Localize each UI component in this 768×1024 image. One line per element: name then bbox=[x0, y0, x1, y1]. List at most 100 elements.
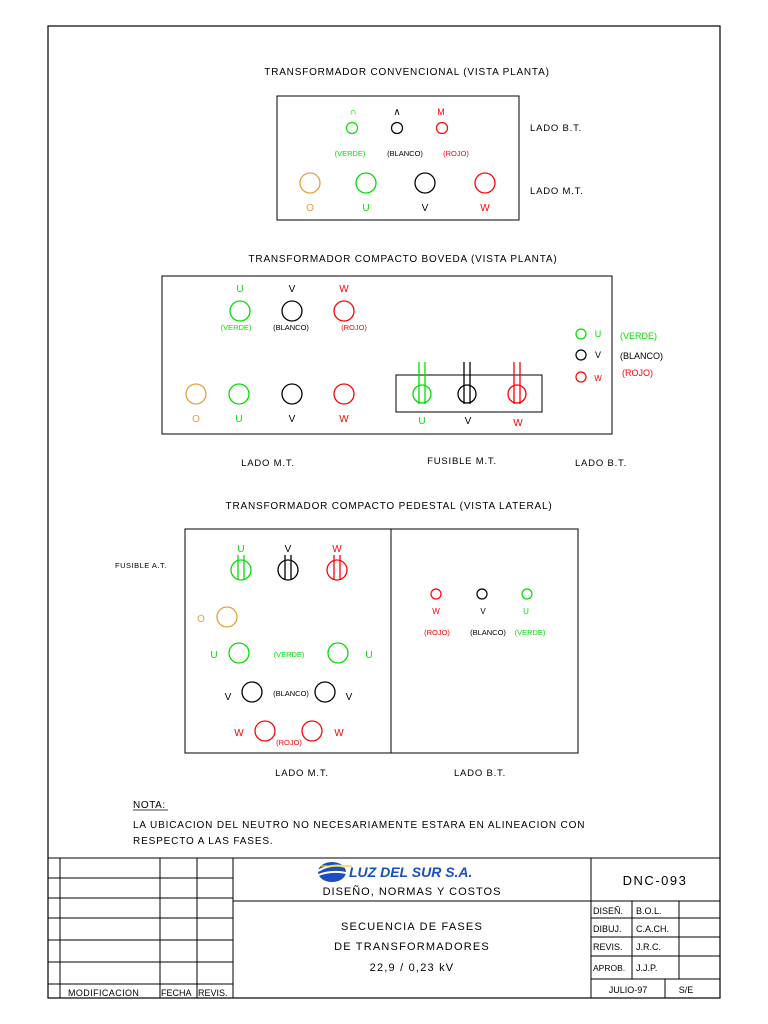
row-v-letter-left: V bbox=[225, 692, 232, 703]
mt-letter-w: W bbox=[480, 203, 490, 214]
top-label-rojo: (ROJO) bbox=[341, 323, 367, 332]
rev-header-revis: REVIS. bbox=[198, 988, 228, 998]
mt-terminal-w-left bbox=[254, 720, 276, 742]
bt-letter-v: V bbox=[595, 350, 601, 360]
bt-letter-w: W bbox=[432, 607, 440, 616]
fuse-letter-u: U bbox=[237, 544, 244, 555]
mt-terminal-v-left bbox=[241, 681, 263, 703]
row-u-letter-right: U bbox=[365, 650, 372, 661]
mt-letter-u: U bbox=[235, 414, 242, 425]
mt-letter-o: O bbox=[306, 203, 314, 214]
mt-terminal-u bbox=[355, 172, 377, 194]
label-lado-bt: LADO B.T. bbox=[454, 768, 506, 779]
bt-label-rojo: (ROJO) bbox=[622, 368, 653, 378]
mt-terminal-u-right bbox=[327, 642, 349, 664]
label-fusible-mt: FUSIBLE M.T. bbox=[427, 456, 497, 467]
fuse-at-u bbox=[230, 555, 252, 581]
top-label-verde: (VERDE) bbox=[221, 323, 252, 332]
bt-terminal-u bbox=[521, 588, 533, 600]
title-line-3: 22,9 / 0,23 kV bbox=[370, 962, 455, 974]
top-letter-u: U bbox=[236, 284, 243, 295]
label-lado-mt: LADO M.T. bbox=[241, 458, 295, 469]
sign-role-1: DISEÑ. bbox=[593, 906, 623, 916]
section3-box bbox=[184, 528, 579, 754]
label-lado-mt: LADO M.T. bbox=[275, 768, 329, 779]
mt-terminal-neutral bbox=[299, 172, 321, 194]
fuse-u bbox=[412, 362, 432, 404]
mt-terminal-w bbox=[333, 383, 355, 405]
fuse-letter-w: W bbox=[332, 544, 342, 555]
sheet-border bbox=[47, 25, 721, 999]
section2-box bbox=[161, 275, 613, 435]
sign-role-2: DIBUJ. bbox=[593, 924, 622, 934]
fuse-w bbox=[507, 362, 527, 404]
top-terminal-v bbox=[281, 300, 303, 322]
mt-letter-w: W bbox=[339, 414, 349, 425]
title-line-2: DE TRANSFORMADORES bbox=[334, 941, 490, 953]
bt-label-blanco: (BLANCO) bbox=[470, 628, 506, 637]
sign-role-4: APROB. bbox=[593, 963, 625, 973]
fuse-letter-u: U bbox=[418, 416, 425, 427]
bt-letter-u: U bbox=[523, 607, 529, 616]
section1-title: TRANSFORMADOR CONVENCIONAL (VISTA PLANTA… bbox=[264, 67, 549, 78]
top-terminal-u bbox=[229, 300, 251, 322]
note-line-1: LA UBICACION DEL NEUTRO NO NECESARIAMENT… bbox=[133, 820, 585, 831]
row-w-letter-left: W bbox=[234, 728, 244, 739]
fuse-letter-v: V bbox=[285, 544, 292, 555]
luz-del-sur-logo-icon bbox=[315, 862, 352, 882]
top-letter-v: V bbox=[289, 284, 296, 295]
fuse-box bbox=[395, 374, 543, 413]
bt-symbol-v: ∧ bbox=[393, 107, 400, 118]
mt-terminal-w bbox=[474, 172, 496, 194]
section1-box bbox=[276, 95, 520, 221]
label-rojo: (ROJO) bbox=[443, 149, 469, 158]
note-block: NOTA: LA UBICACION DEL NEUTRO NO NECESAR… bbox=[133, 800, 585, 847]
top-letter-w: W bbox=[339, 284, 349, 295]
title-line-1: SECUENCIA DE FASES bbox=[341, 921, 483, 933]
side-label-bt: LADO B.T. bbox=[530, 123, 582, 134]
row-v-letter-right: V bbox=[346, 692, 353, 703]
mt-terminal-u-left bbox=[228, 642, 250, 664]
bt-terminal-v bbox=[575, 349, 587, 361]
fuse-at-w bbox=[326, 555, 348, 581]
date: JULIO-97 bbox=[609, 985, 648, 995]
mt-letter-u: U bbox=[362, 203, 369, 214]
sign-name-2: C.A.CH. bbox=[636, 924, 669, 934]
sign-name-3: J.R.C. bbox=[636, 942, 661, 952]
bt-label-verde: (VERDE) bbox=[515, 628, 546, 637]
company-logo: LUZ DEL SUR S.A. bbox=[315, 862, 472, 882]
scale: S/E bbox=[679, 985, 694, 995]
rev-header-modificacion: MODIFICACION bbox=[68, 988, 139, 998]
mt-terminal-v bbox=[281, 383, 303, 405]
section-compacto-boveda: TRANSFORMADOR COMPACTO BOVEDA (VISTA PLA… bbox=[161, 254, 663, 469]
row-u-letter-left: U bbox=[210, 650, 217, 661]
mt-terminal-u bbox=[228, 383, 250, 405]
bt-label-rojo: (ROJO) bbox=[424, 628, 450, 637]
drawing-number: DNC-093 bbox=[623, 873, 688, 888]
bt-terminal-black bbox=[390, 121, 404, 135]
note-line-2: RESPECTO A LAS FASES. bbox=[133, 836, 274, 847]
mt-terminal-v-right bbox=[314, 681, 336, 703]
side-label-mt: LADO M.T. bbox=[530, 186, 584, 197]
mt-terminal-v bbox=[414, 172, 436, 194]
bt-symbol-u: ∩ bbox=[349, 107, 356, 118]
sign-role-3: REVIS. bbox=[593, 942, 623, 952]
fuse-v bbox=[457, 362, 477, 404]
section2-title: TRANSFORMADOR COMPACTO BOVEDA (VISTA PLA… bbox=[249, 254, 558, 265]
bt-terminal-red bbox=[435, 121, 449, 135]
bt-label-blanco: (BLANCO) bbox=[620, 351, 663, 361]
section-convencional: TRANSFORMADOR CONVENCIONAL (VISTA PLANTA… bbox=[264, 67, 584, 221]
label-blanco: (BLANCO) bbox=[273, 689, 309, 698]
bt-symbol-w: M bbox=[437, 107, 445, 117]
section-compacto-pedestal: TRANSFORMADOR COMPACTO PEDESTAL (VISTA L… bbox=[115, 501, 579, 779]
fuse-letter-v: V bbox=[465, 416, 472, 427]
bt-letter-w: W bbox=[594, 374, 602, 383]
mt-letter-v: V bbox=[422, 203, 429, 214]
bt-terminal-green bbox=[345, 121, 359, 135]
row-w-letter-right: W bbox=[334, 728, 344, 739]
department: DISEÑO, NORMAS Y COSTOS bbox=[323, 885, 502, 898]
rev-header-fecha: FECHA bbox=[161, 988, 192, 998]
fuse-at-label: FUSIBLE A.T. bbox=[115, 561, 167, 570]
neutral-terminal bbox=[216, 606, 238, 628]
